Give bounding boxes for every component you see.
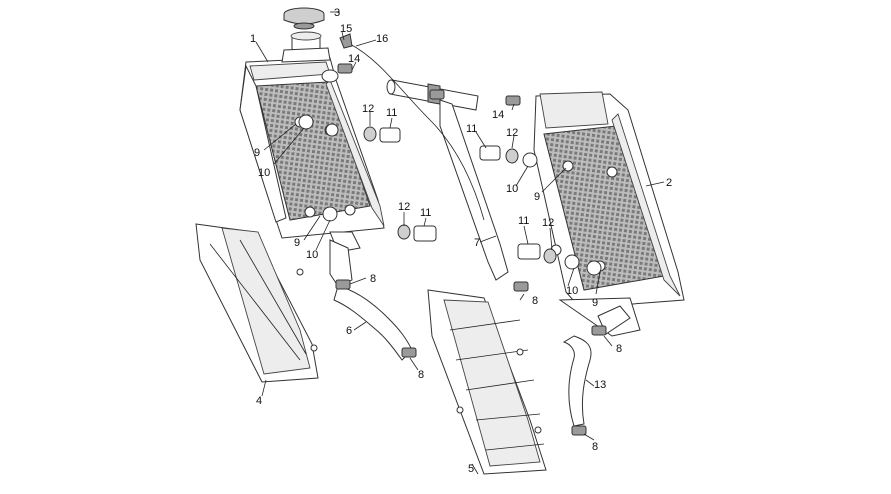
label-10c: 10	[506, 183, 518, 195]
mounting-hardware	[298, 114, 602, 276]
label-11c: 11	[466, 123, 477, 135]
left-shroud	[195, 223, 319, 383]
label-6: 6	[346, 325, 352, 337]
part-number-labels: 1 2 3 4 5 6 7 8 8 8 8 8 9 9 9 9 10 10 10…	[250, 7, 672, 475]
label-12c: 12	[506, 127, 518, 139]
label-9b: 9	[294, 237, 300, 249]
label-11b: 11	[420, 207, 431, 219]
label-10d: 10	[566, 285, 578, 297]
label-2: 2	[666, 177, 672, 189]
right-radiator	[533, 91, 685, 337]
label-10a: 10	[258, 167, 270, 179]
center-shroud	[427, 289, 547, 475]
label-8a: 8	[370, 273, 376, 285]
label-3: 3	[334, 7, 340, 19]
label-1: 1	[250, 33, 256, 45]
label-5: 5	[468, 463, 474, 475]
label-12b: 12	[398, 201, 410, 213]
label-12a: 12	[362, 103, 374, 115]
label-7: 7	[474, 237, 480, 249]
label-9c: 9	[534, 191, 540, 203]
label-16: 16	[376, 33, 388, 45]
label-4: 4	[256, 395, 262, 407]
leader-lines	[255, 11, 665, 475]
label-14b: 14	[492, 109, 504, 121]
label-11d: 11	[518, 215, 529, 227]
label-13: 13	[594, 379, 606, 391]
label-9d: 9	[592, 297, 598, 309]
top-connecting-pipe	[349, 43, 509, 281]
left-radiator	[239, 31, 385, 253]
label-8b: 8	[418, 369, 424, 381]
label-8e: 8	[592, 441, 598, 453]
lower-left-hose	[329, 239, 413, 361]
label-15: 15	[340, 23, 352, 35]
label-14a: 14	[348, 53, 360, 65]
hose-clamps	[335, 33, 607, 436]
label-8c: 8	[532, 295, 538, 307]
label-8d: 8	[616, 343, 622, 355]
label-11a: 11	[386, 107, 397, 119]
label-9a: 9	[254, 147, 260, 159]
label-12d: 12	[542, 217, 554, 229]
radiator-cap	[283, 7, 325, 30]
label-10b: 10	[306, 249, 318, 261]
